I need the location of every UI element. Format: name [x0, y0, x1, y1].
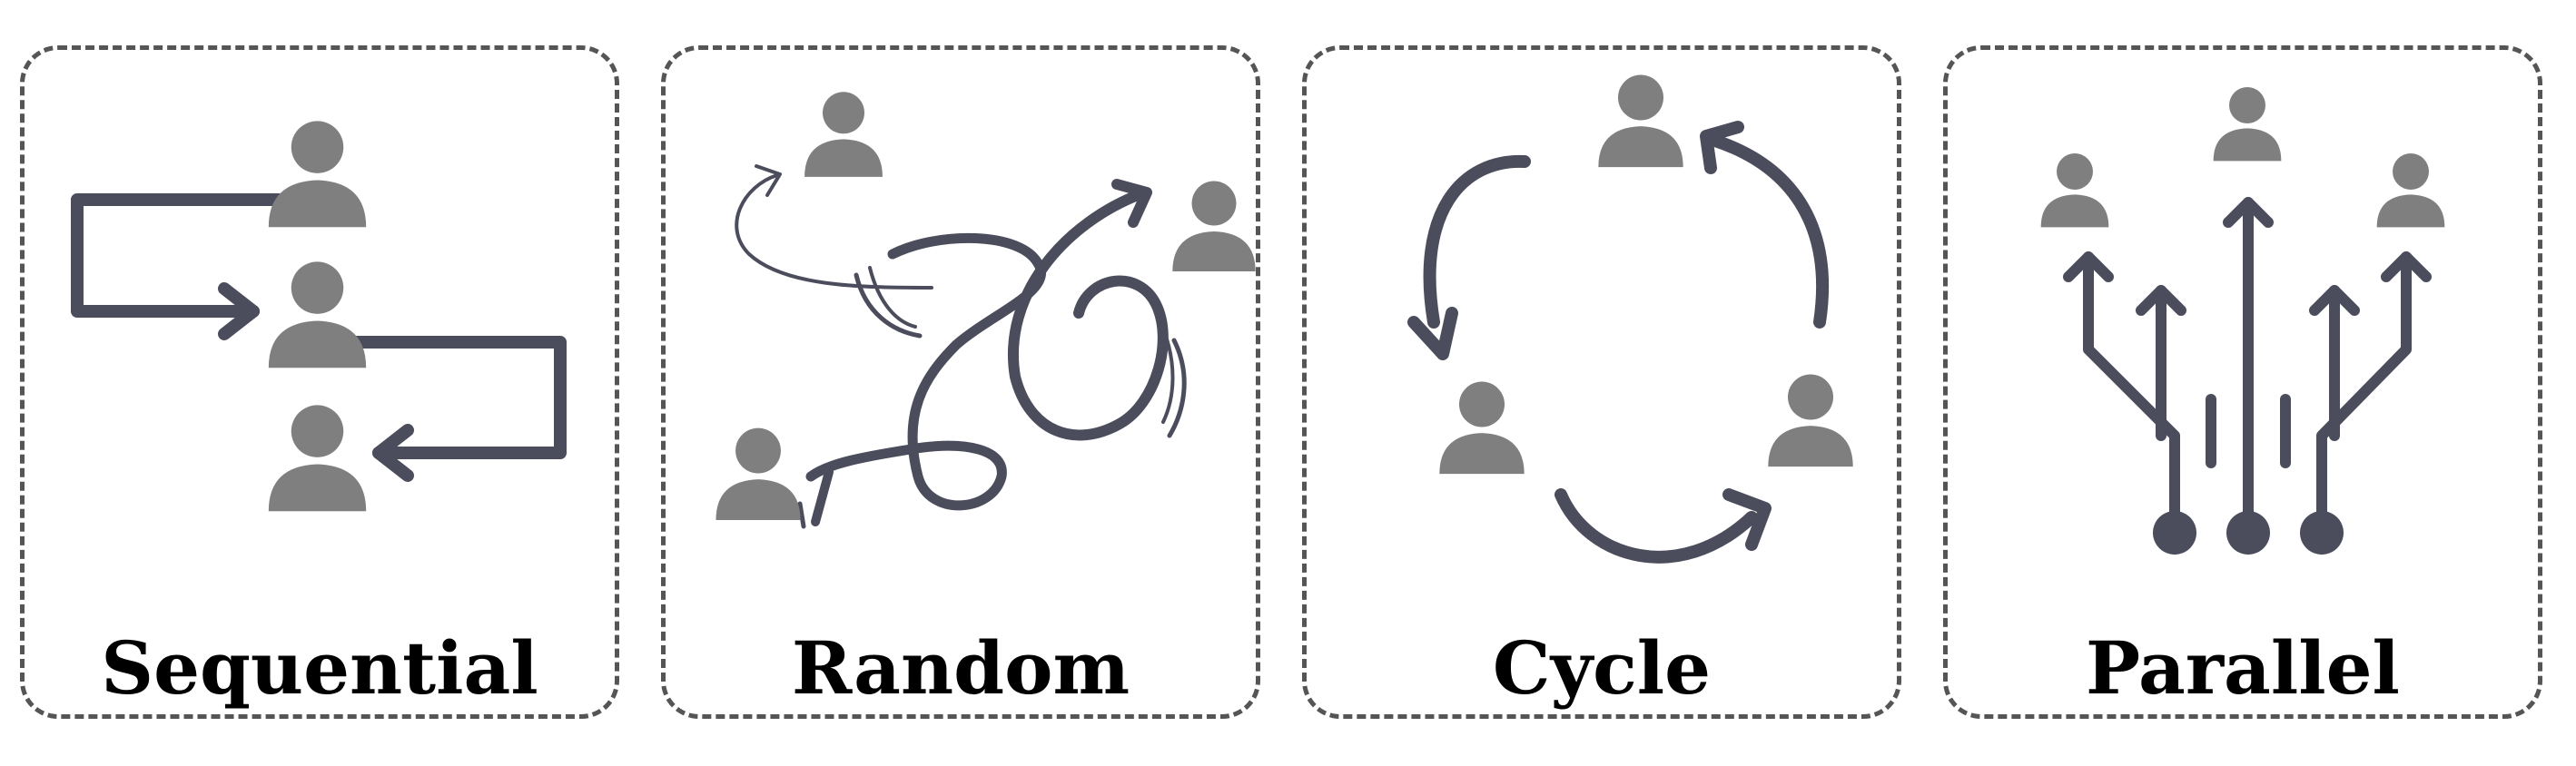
person-icon-2 [1172, 181, 1256, 271]
person-icon-3 [716, 427, 801, 520]
sequential-arrow-1 [71, 193, 285, 318]
sequential-panel: Sequential [20, 45, 619, 719]
random-label: Random [791, 625, 1130, 711]
cycle-arrowhead-2 [1700, 121, 1744, 174]
person-icon-1 [2040, 153, 2109, 228]
parallel-dot-center [2226, 511, 2270, 555]
person-icon-3 [1768, 374, 1853, 467]
parallel-label: Parallel [2086, 625, 2400, 711]
thin-arrowhead [755, 164, 782, 197]
person-icon-3 [2376, 153, 2445, 228]
thin-squiggle-arrow [735, 173, 933, 290]
sequential-diagram [71, 121, 567, 512]
parallel-arrowhead-right-inner [2309, 285, 2360, 316]
parallel-dot-left [2153, 511, 2196, 555]
cycle-arrow-1 [1423, 154, 1531, 329]
random-squiggle-4 [1167, 338, 1187, 438]
person-icon-2 [2213, 87, 2282, 162]
cycle-arrow-2 [1709, 134, 1830, 329]
parallel-arrowhead-right-outer [2381, 251, 2432, 282]
parallel-line-right-outer [2316, 251, 2412, 536]
parallel-arrowhead-left-inner [2136, 285, 2186, 316]
person-icon-2 [268, 261, 367, 368]
cycle-arrow-3 [1554, 488, 1758, 564]
random-loop-arrowhead [1111, 179, 1152, 228]
random-tick-2 [797, 501, 806, 529]
cycle-panel: Cycle [1302, 45, 1901, 719]
random-tick-1 [811, 467, 834, 526]
random-squiggle-2 [854, 272, 923, 339]
sequential-arrow-2 [350, 336, 567, 459]
person-icon-3 [268, 405, 367, 512]
parallel-dot-right [2300, 511, 2344, 555]
parallel-line-left-outer [2083, 251, 2180, 536]
cycle-label: Cycle [1492, 625, 1712, 711]
sequential-arrowhead-1 [218, 282, 260, 340]
sequential-label: Sequential [101, 625, 538, 711]
parallel-panel: Parallel [1943, 45, 2542, 719]
person-icon-1 [268, 121, 367, 228]
random-diagram [716, 92, 1256, 529]
parallel-arrowhead-left-outer [2063, 251, 2114, 282]
person-icon-2 [1439, 381, 1525, 475]
random-panel: Random [661, 45, 1260, 719]
sequential-arrowhead-2 [372, 424, 414, 482]
random-squiggle-3 [868, 266, 917, 329]
random-loop-arrow [1008, 188, 1169, 441]
parallel-diagram [2040, 87, 2445, 555]
cycle-arrowhead-1 [1407, 307, 1458, 360]
cycle-arrowhead-3 [1722, 488, 1772, 551]
cycle-diagram [1407, 74, 1853, 564]
person-icon-1 [1598, 74, 1683, 168]
random-squiggle-5 [1159, 320, 1175, 424]
parallel-arrowhead-center [2223, 197, 2274, 228]
random-squiggle-1 [805, 232, 1046, 511]
person-icon-1 [804, 92, 883, 177]
